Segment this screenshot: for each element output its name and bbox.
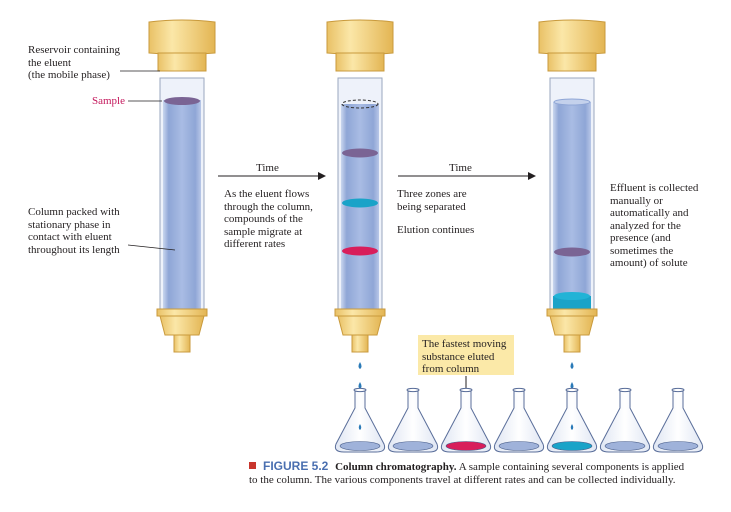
- fastest-substance-callout: The fastest moving substance eluted from…: [418, 335, 514, 375]
- flask-liquid: [445, 441, 487, 451]
- original-sample-position: [341, 99, 379, 109]
- step-2-description: Three zones are being separated: [397, 188, 467, 213]
- caption-square-icon: [249, 462, 256, 469]
- time-arrow-1: [218, 172, 326, 180]
- flask-1: [334, 387, 386, 453]
- flask-liquid: [498, 441, 540, 451]
- figure-number: FIGURE 5.2: [263, 459, 329, 473]
- time-label-2: Time: [449, 162, 472, 174]
- column-3: [538, 19, 606, 353]
- flask-5: [546, 387, 598, 453]
- leader-lines: [120, 70, 176, 251]
- column-2: [326, 19, 394, 353]
- flask-liquid: [657, 441, 699, 451]
- flask-liquid: [551, 441, 593, 451]
- blue-zone: [342, 198, 378, 208]
- step-3-description: Effluent is collected manually or automa…: [610, 182, 699, 269]
- reservoir-label: Reservoir containing the eluent (the mob…: [28, 44, 120, 81]
- flask-7: [652, 387, 704, 453]
- caption-text: A sample containing several components i…: [249, 461, 685, 486]
- caption-title: Column chromatography.: [335, 461, 457, 473]
- purple-zone: [342, 148, 378, 158]
- sample-band: [164, 97, 200, 105]
- flask-2: [387, 387, 439, 453]
- time-label-1: Time: [256, 162, 279, 174]
- purple-zone-lower: [554, 247, 590, 257]
- column-1: [148, 19, 216, 353]
- figure-caption: FIGURE 5.2 Column chromatography. A samp…: [249, 460, 689, 487]
- red-zone: [342, 246, 378, 256]
- flask-4: [493, 387, 545, 453]
- column-label: Column packed with stationary phase in c…: [28, 206, 120, 256]
- flask-6: [599, 387, 651, 453]
- sample-label: Sample: [92, 95, 125, 107]
- elution-continues-label: Elution continues: [397, 224, 475, 236]
- flask-liquid: [604, 441, 646, 451]
- flask-row: [334, 387, 704, 453]
- flask-liquid: [392, 441, 434, 451]
- time-arrow-2: [398, 172, 536, 180]
- column-1-packing: [163, 100, 201, 309]
- step-1-description: As the eluent flows through the column, …: [224, 188, 313, 250]
- drops: [358, 362, 574, 389]
- reservoir-cap: [148, 19, 216, 55]
- flask-liquid: [339, 441, 381, 451]
- flask-3: [440, 387, 492, 453]
